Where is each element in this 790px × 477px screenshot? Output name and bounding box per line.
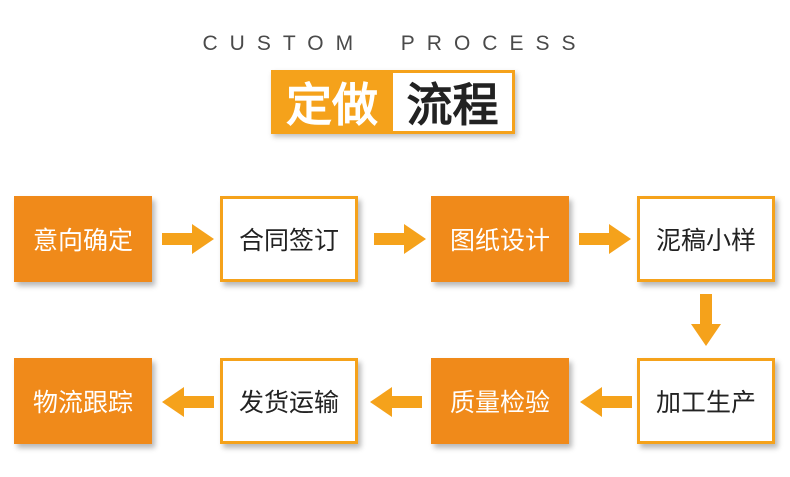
arrow-left-icon [580, 387, 632, 417]
step-intent-confirm: 意向确定 [14, 196, 152, 282]
arrow-right-icon [374, 224, 426, 254]
step-clay-sample: 泥稿小样 [637, 196, 775, 282]
step-production: 加工生产 [637, 358, 775, 444]
step-quality-check: 质量检验 [431, 358, 569, 444]
arrow-left-icon [370, 387, 422, 417]
step-contract-sign: 合同签订 [220, 196, 358, 282]
subtitle: CUSTOM PROCESS [202, 32, 588, 55]
title-left: 定做 [271, 70, 393, 134]
step-shipping: 发货运输 [220, 358, 358, 444]
step-logistics-tracking: 物流跟踪 [14, 358, 152, 444]
title-right: 流程 [393, 70, 515, 134]
step-drawing-design: 图纸设计 [431, 196, 569, 282]
arrow-down-icon [691, 294, 721, 346]
arrow-right-icon [162, 224, 214, 254]
arrow-left-icon [162, 387, 214, 417]
page-title: 定做 流程 [271, 70, 515, 134]
arrow-right-icon [579, 224, 631, 254]
